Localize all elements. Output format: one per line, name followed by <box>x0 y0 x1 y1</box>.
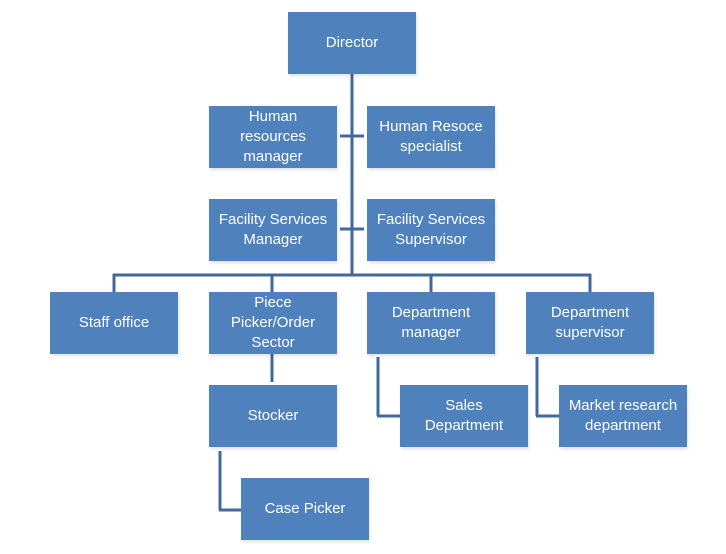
node-label: Piece Picker/Order Sector <box>230 294 316 351</box>
node-label: Human Resoce specialist <box>379 118 483 155</box>
node-label: Facility Services Supervisor <box>376 211 486 248</box>
node-sales-department[interactable]: Sales Department <box>400 385 528 447</box>
node-staff-office[interactable]: Staff office <box>50 292 178 354</box>
node-stocker[interactable]: Stocker <box>209 385 337 447</box>
node-facility-supervisor[interactable]: Facility Services Supervisor <box>367 199 495 261</box>
node-hr-manager[interactable]: Human resources manager <box>209 106 337 168</box>
node-label: Department supervisor <box>550 304 630 341</box>
node-label: Facility Services Manager <box>218 211 328 248</box>
node-director[interactable]: Director <box>288 12 416 74</box>
node-label: Staff office <box>78 314 150 331</box>
node-piece-picker[interactable]: Piece Picker/Order Sector <box>209 292 337 354</box>
node-department-supervisor[interactable]: Department supervisor <box>526 292 654 354</box>
node-label: Department manager <box>391 304 471 341</box>
node-department-manager[interactable]: Department manager <box>367 292 495 354</box>
node-label: Human resources manager <box>240 108 306 165</box>
node-label: Sales Department <box>424 397 504 434</box>
node-case-picker[interactable]: Case Picker <box>241 478 369 540</box>
node-label: Director <box>325 34 379 51</box>
node-facility-manager[interactable]: Facility Services Manager <box>209 199 337 261</box>
node-market-research[interactable]: Market research department <box>559 385 687 447</box>
node-label: Market research department <box>568 397 678 434</box>
node-label: Stocker <box>247 407 299 424</box>
node-label: Case Picker <box>264 500 346 517</box>
node-hr-specialist[interactable]: Human Resoce specialist <box>367 106 495 168</box>
